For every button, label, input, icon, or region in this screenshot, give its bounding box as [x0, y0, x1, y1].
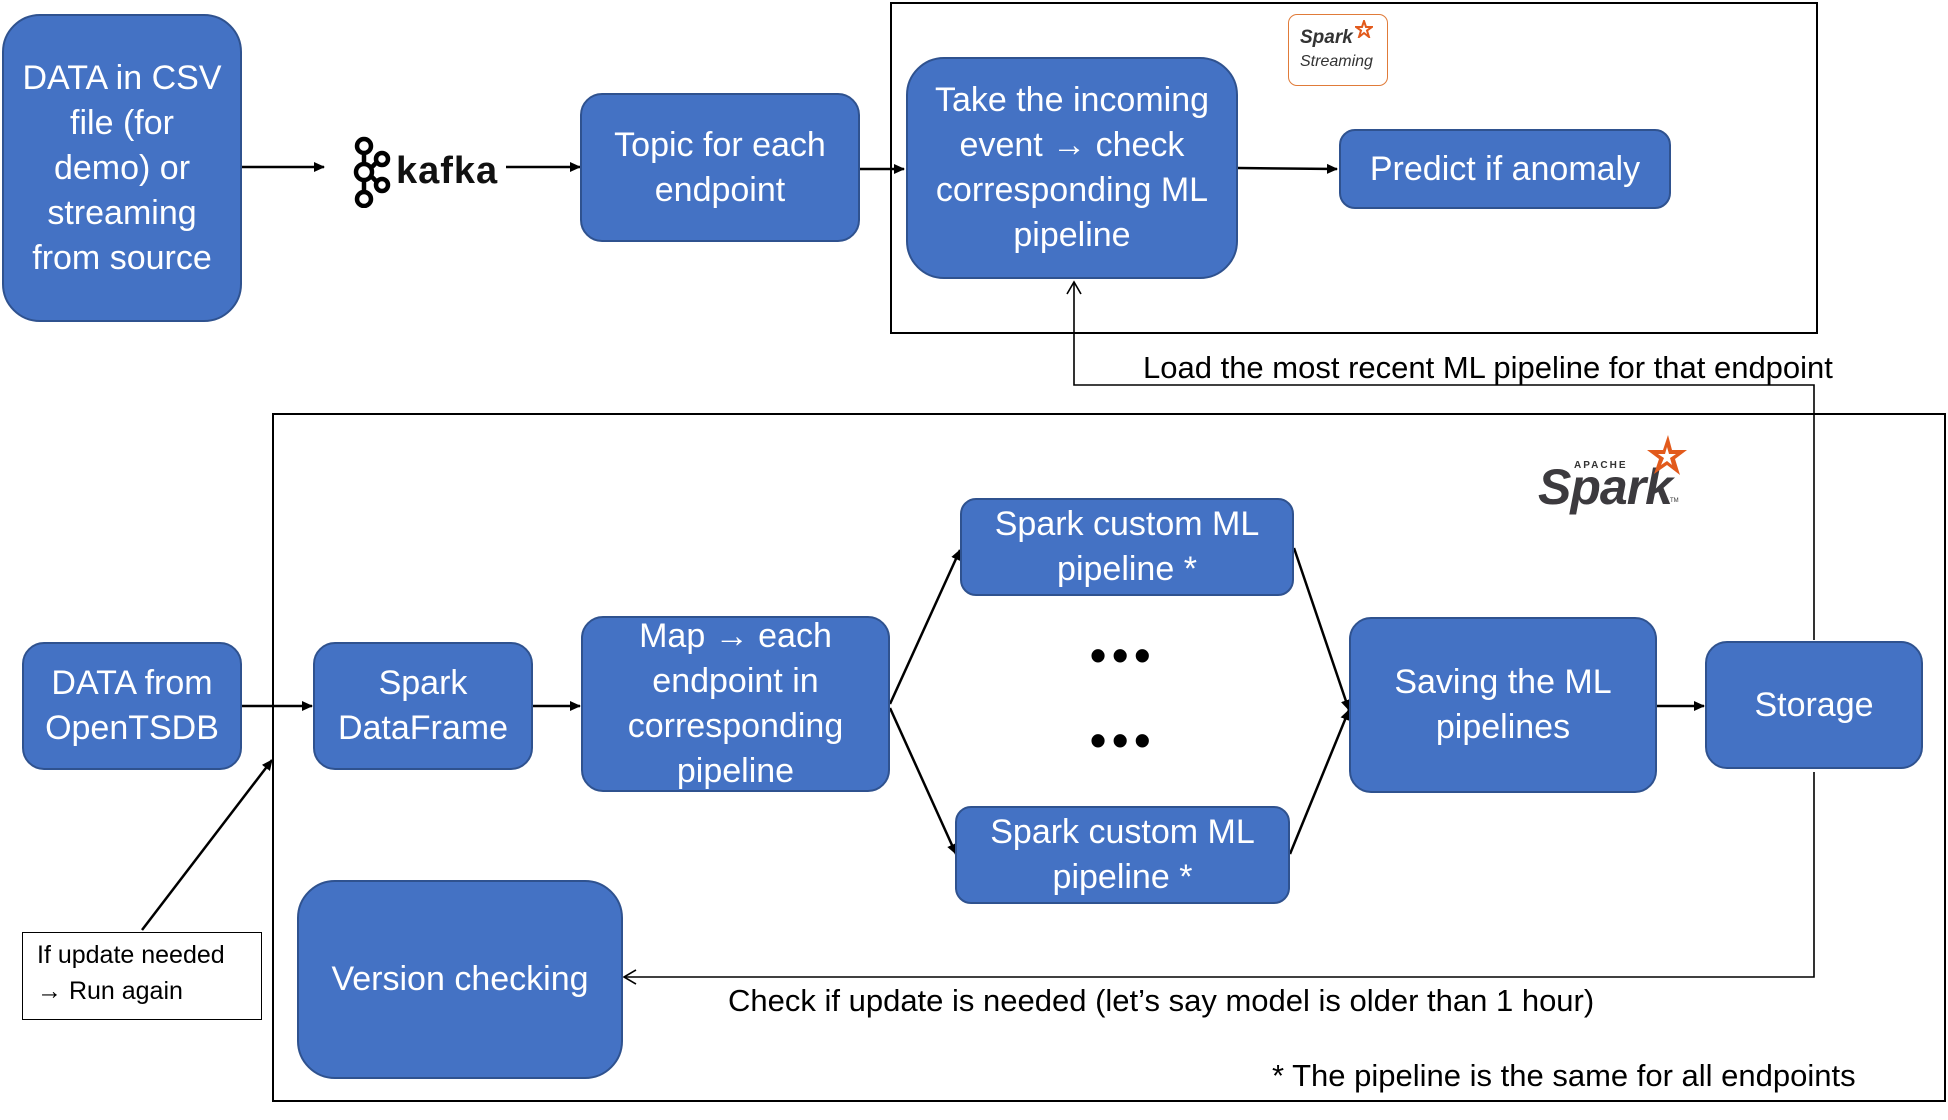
- incoming-event-box: Take the incoming event → check correspo…: [906, 57, 1238, 279]
- csv-source-box: DATA in CSV file (for demo) or streaming…: [2, 14, 242, 322]
- spark-star-icon: [1355, 20, 1373, 38]
- arrow-map-to-custom-top: [888, 549, 962, 705]
- update-needed-note: If update needed → Run again: [22, 932, 262, 1020]
- map-box: Map → each endpoint in corresponding pip…: [581, 616, 890, 792]
- arrow-custom-top-to-saving: [1292, 547, 1351, 711]
- predict-anomaly-box: Predict if anomaly: [1339, 129, 1671, 209]
- load-pipeline-label: Load the most recent ML pipeline for tha…: [1143, 350, 1833, 385]
- opentsdb-box: DATA from OpenTSDB: [22, 642, 242, 770]
- apache-spark-logo-text: Spark: [1538, 459, 1673, 515]
- ellipsis-upper: •••: [1090, 629, 1157, 681]
- ellipsis-lower: •••: [1090, 714, 1157, 766]
- spark-frame: [272, 413, 1946, 1102]
- apache-spark-star-icon: [1647, 435, 1687, 475]
- apache-spark-logo-apache: APACHE: [1574, 460, 1628, 471]
- spark-streaming-logo: Spark Streaming: [1288, 14, 1388, 86]
- arrow-map-to-custom-bottom: [888, 707, 958, 855]
- arrow-event-to-predict: [1237, 163, 1338, 174]
- custom-ml-pipeline-bottom: Spark custom ML pipeline *: [955, 806, 1290, 904]
- version-checking-box: Version checking: [297, 880, 623, 1079]
- arrow-custom-bottom-to-saving: [1288, 709, 1351, 855]
- apache-spark-logo-tm: TM: [1670, 498, 1679, 504]
- storage-box: Storage: [1705, 641, 1923, 769]
- spark-streaming-logo-streaming: Streaming: [1300, 53, 1373, 70]
- kafka-icon: [353, 136, 391, 208]
- kafka-logo: kafka: [348, 136, 497, 208]
- topic-box: Topic for each endpoint: [580, 93, 860, 242]
- dataframe-box: Spark DataFrame: [313, 642, 533, 770]
- check-update-label: Check if update is needed (let’s say mod…: [728, 983, 1595, 1018]
- apache-spark-logo: APACHE Spark TM: [1538, 432, 1696, 514]
- spark-streaming-frame: [890, 2, 1818, 334]
- arrow-update-to-opentsdb: [141, 759, 273, 931]
- connector-check-update: [622, 772, 1815, 985]
- footnote: * The pipeline is the same for all endpo…: [1272, 1058, 1856, 1093]
- kafka-logo-text: kafka: [396, 150, 499, 192]
- custom-ml-pipeline-top: Spark custom ML pipeline *: [960, 498, 1294, 596]
- spark-streaming-logo-spark: Spark: [1300, 27, 1353, 48]
- saving-pipelines-box: Saving the ML pipelines: [1349, 617, 1657, 793]
